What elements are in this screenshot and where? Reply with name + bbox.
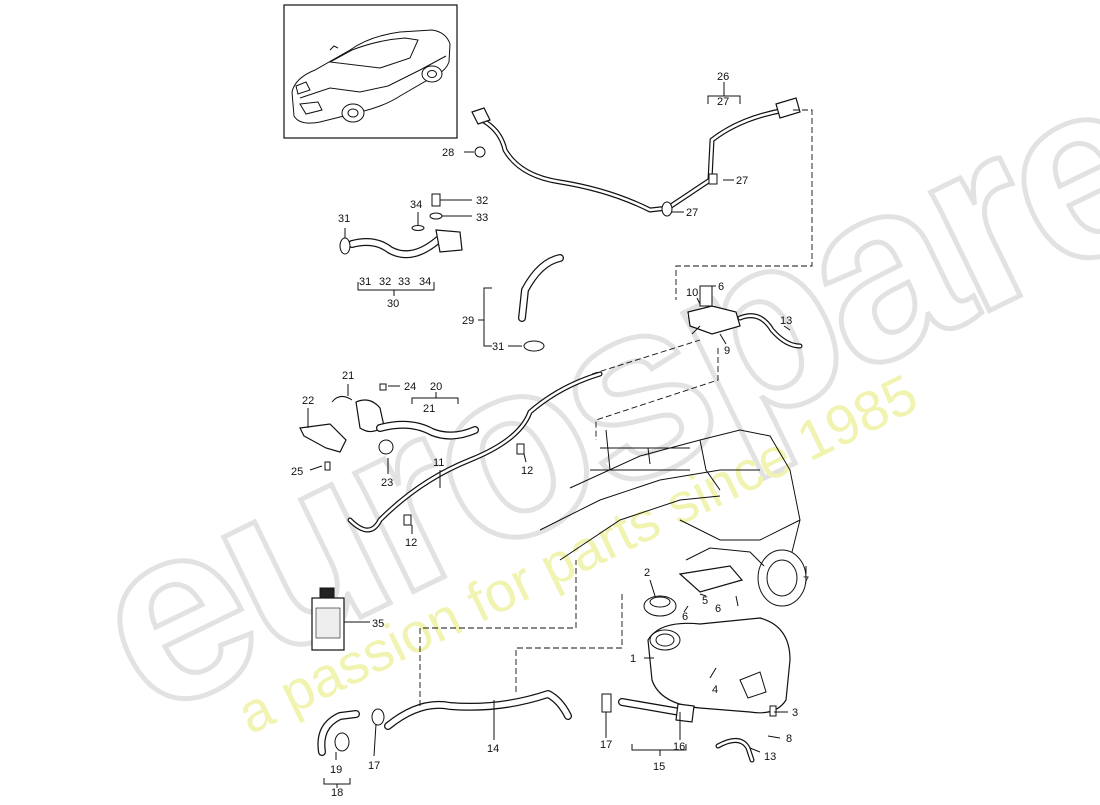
callout-13-top: 13 (780, 315, 792, 327)
callout-27-low: 27 (686, 207, 698, 219)
callout-3: 3 (792, 707, 798, 719)
vehicle-body-structure (539, 429, 807, 607)
callout-32-top: 32 (476, 195, 488, 207)
filler-cap-2 (643, 595, 677, 617)
callout-labels: 26 27 27 27 28 32 33 34 31 31 32 33 34 3… (291, 71, 809, 799)
callout-34-bracket: 34 (419, 276, 431, 288)
callout-19: 19 (330, 764, 342, 776)
breather-line-11 (347, 371, 603, 533)
callout-11: 11 (433, 457, 444, 469)
callout-22: 22 (302, 395, 314, 407)
callout-32-bracket: 32 (379, 276, 391, 288)
callout-27-mid: 27 (736, 175, 748, 187)
callout-14: 14 (487, 743, 499, 755)
callout-12-right: 12 (521, 465, 533, 477)
leader-lines (307, 82, 807, 788)
callout-15: 15 (653, 761, 665, 773)
callout-21-left: 21 (342, 370, 354, 382)
vehicle-thumbnail (283, 4, 458, 139)
callout-26: 26 (717, 71, 729, 83)
coolant-bottle-35 (311, 587, 345, 651)
callout-23: 23 (381, 477, 393, 489)
callout-7: 7 (803, 575, 809, 587)
callout-28: 28 (442, 147, 454, 159)
callout-12-left: 12 (405, 537, 417, 549)
callout-4: 4 (712, 684, 718, 696)
callout-24: 24 (404, 381, 416, 393)
car-illustration (291, 29, 451, 124)
callout-17-left: 17 (368, 760, 380, 772)
callout-1: 1 (630, 653, 636, 665)
callout-29: 29 (462, 315, 474, 327)
callout-34-top: 34 (410, 199, 422, 211)
callout-5: 5 (702, 595, 708, 607)
callout-25: 25 (291, 466, 303, 478)
coolant-hose-30 (339, 193, 463, 259)
valve-assembly (687, 285, 803, 349)
callout-18: 18 (331, 787, 343, 799)
callout-20: 20 (430, 381, 442, 393)
callout-6-left: 6 (682, 611, 688, 623)
callout-33-top: 33 (476, 212, 488, 224)
callout-27-top: 27 (717, 96, 729, 108)
callout-17-right: 17 (600, 739, 612, 751)
callout-6-right: 6 (715, 603, 721, 615)
callout-35: 35 (372, 618, 384, 630)
callout-31-top: 31 (338, 213, 350, 225)
callout-31-bracket: 31 (359, 276, 371, 288)
callout-33-bracket: 33 (398, 276, 410, 288)
filler-neck-assembly (299, 383, 479, 471)
coolant-hose-29 (518, 254, 564, 352)
callout-30: 30 (387, 298, 399, 310)
bracket-5 (678, 565, 744, 593)
callout-13-low: 13 (764, 751, 776, 763)
callout-8: 8 (786, 733, 792, 745)
callout-16: 16 (673, 741, 685, 753)
callout-9: 9 (724, 345, 730, 357)
callout-6-top: 6 (718, 281, 724, 293)
callout-21-right: 21 (423, 403, 435, 415)
callout-31-low: 31 (492, 341, 504, 353)
lower-hoses (317, 690, 755, 763)
callout-10: 10 (686, 287, 698, 299)
callout-2: 2 (644, 567, 650, 579)
upper-breather-hose (471, 97, 801, 217)
expansion-tank-1 (647, 617, 791, 717)
reference-lines (419, 109, 813, 706)
